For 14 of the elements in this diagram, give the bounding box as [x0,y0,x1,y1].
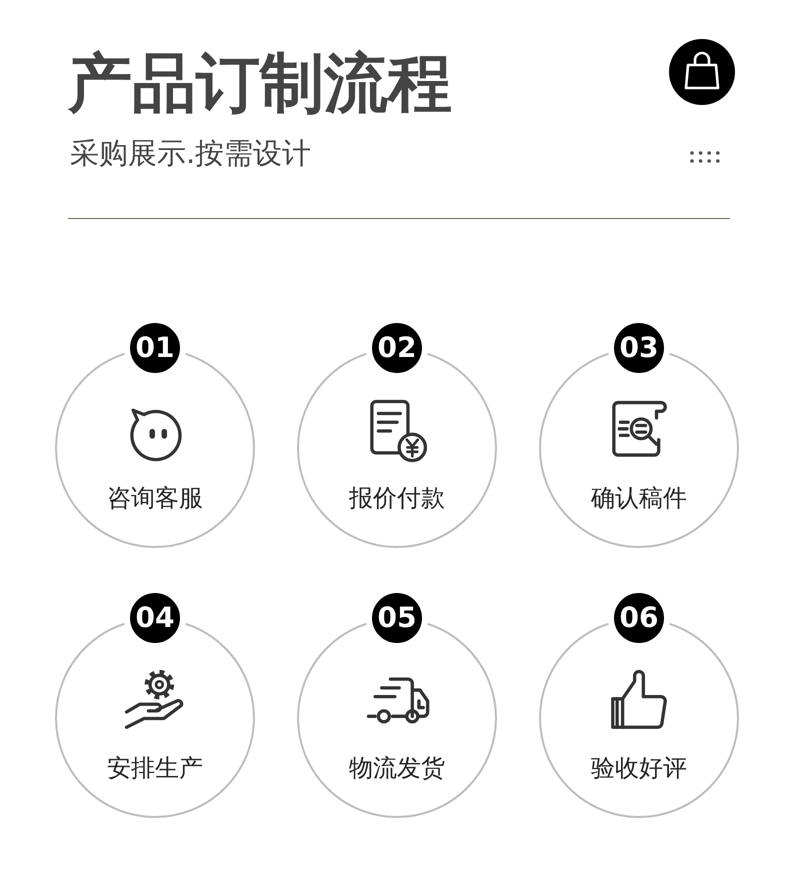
step-number-badge: 04 [130,593,180,643]
step-number-badge: 03 [614,323,664,373]
step-number-badge: 01 [130,323,180,373]
step-number-badge: 02 [372,323,422,373]
step-label: 报价付款 [348,484,446,513]
step-label: 安排生产 [106,754,204,783]
step-label: 验收好评 [590,754,688,783]
step-label: 物流发货 [348,754,446,783]
subtitle: 采购展示.按需设计 [70,136,312,171]
page-title: 产品订制流程 [68,46,452,123]
step-number-badge: 06 [614,593,664,643]
step-label: 咨询客服 [106,484,204,513]
step-label: 确认稿件 [590,484,688,513]
step-number-badge: 05 [372,593,422,643]
